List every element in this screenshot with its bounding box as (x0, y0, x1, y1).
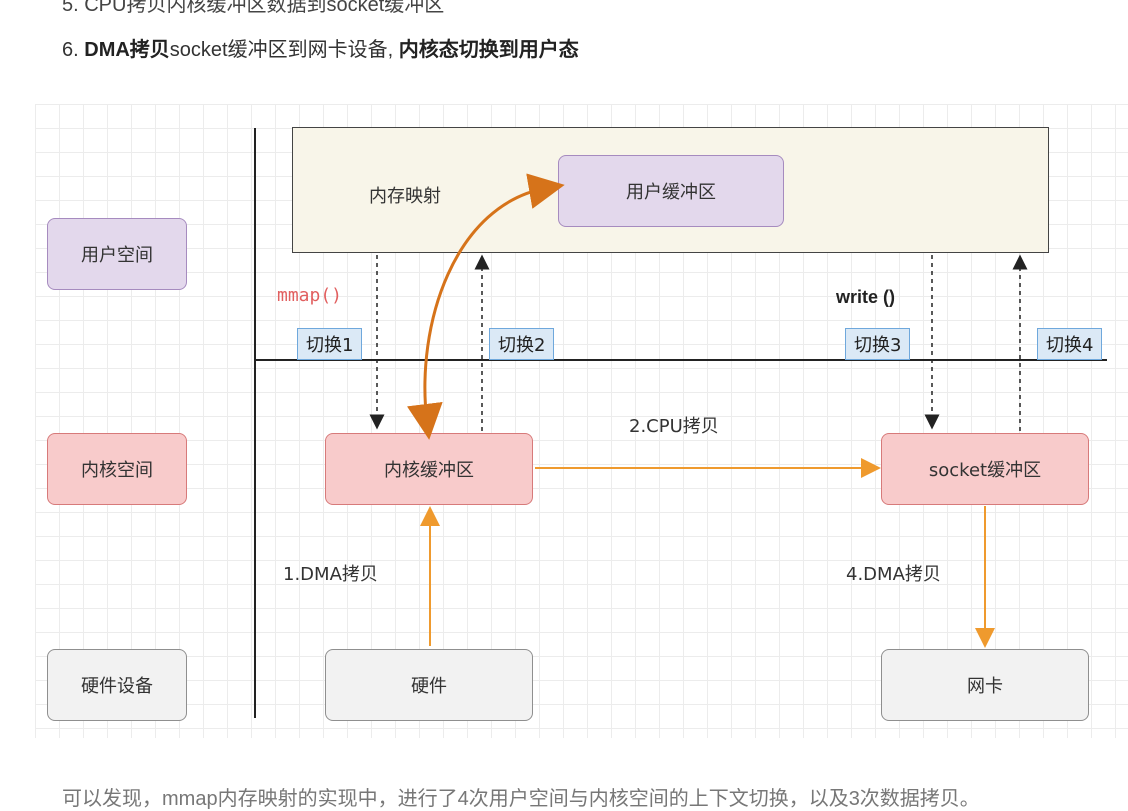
step-6-mid: socket缓冲区到网卡设备, (169, 39, 394, 61)
dma-copy-in-label: 1.DMA拷贝 (283, 564, 378, 585)
row-user-space: 用户空间 (47, 218, 187, 290)
memory-mapping-arrow (406, 173, 565, 440)
memory-mapping-label: 内存映射 (369, 186, 441, 207)
step-6-text: 6. DMA拷贝socket缓冲区到网卡设备, 内核态切换到用户态 (62, 33, 579, 62)
switch-4-tag: 切换4 (1037, 328, 1103, 360)
mmap-call-label: mmap() (277, 285, 343, 306)
switch-1-tag: 切换1 (297, 328, 363, 360)
write-call-label: write () (836, 287, 896, 307)
step-6-bold-switch: 内核态切换到用户态 (398, 39, 579, 61)
kernel-buffer-node: 内核缓冲区 (325, 433, 533, 505)
socket-buffer-node: socket缓冲区 (881, 433, 1089, 505)
top-cut-text: 5. CPU拷贝内核缓冲区数据到socket缓冲区 (62, 0, 445, 16)
row-kernel-space: 内核空间 (47, 433, 187, 505)
user-buffer-node: 用户缓冲区 (558, 155, 784, 227)
step-6-bold-dma: DMA拷贝 (84, 39, 170, 61)
mmap-diagram: 用户空间 内核空间 硬件设备 用户缓冲区 内核缓冲区 socket缓冲区 硬件 … (35, 104, 1128, 738)
dma-copy-out-label: 4.DMA拷贝 (846, 564, 941, 585)
hardware-node: 硬件 (325, 649, 533, 721)
nic-node: 网卡 (881, 649, 1089, 721)
row-hardware: 硬件设备 (47, 649, 187, 721)
cpu-copy-label: 2.CPU拷贝 (629, 416, 719, 437)
switch-2-tag: 切换2 (489, 328, 555, 360)
switch-3-tag: 切换3 (845, 328, 911, 360)
step-6-number: 6. (62, 39, 79, 61)
diagram-connectors (254, 128, 1107, 718)
